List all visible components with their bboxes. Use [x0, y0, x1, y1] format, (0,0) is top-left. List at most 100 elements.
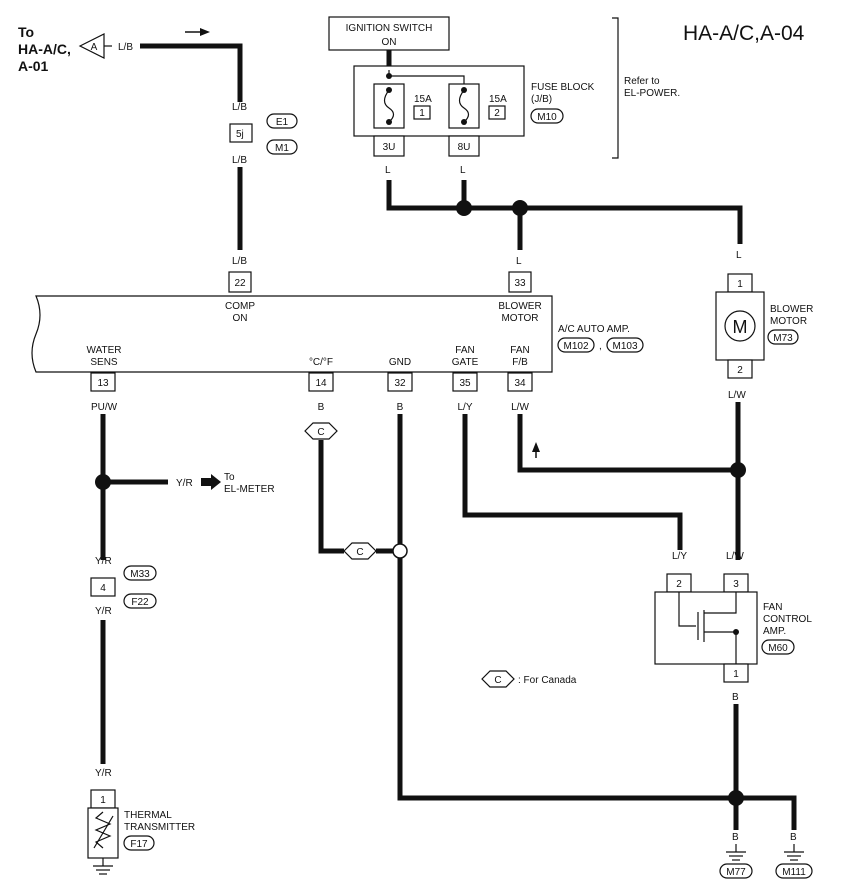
pin35-wire: L/Y — [457, 402, 472, 413]
pin35-box — [452, 372, 478, 392]
fan-wire-c: B — [732, 692, 739, 703]
fuse-block-label1: FUSE BLOCK — [531, 82, 595, 93]
fuse2-wire: L — [460, 165, 466, 176]
canada-marker-1-label: C — [317, 427, 324, 438]
pin34-name1: FAN — [510, 345, 529, 356]
splice-3 — [730, 462, 746, 478]
pin35-num: 35 — [459, 378, 471, 389]
canada-marker-1 — [304, 422, 338, 440]
blower-pin-bot: 2 — [737, 365, 743, 376]
j4-term: 4 — [100, 583, 106, 594]
pin34-wire: L/W — [511, 402, 529, 413]
ground2-conn: M111 — [782, 867, 806, 878]
flow-arrow-top — [200, 28, 210, 36]
to-link-line1: To — [18, 24, 34, 40]
blower-pin-top: 1 — [737, 279, 743, 290]
canada-marker-2-label: C — [356, 547, 363, 558]
pin35-name2: GATE — [452, 357, 479, 368]
el-meter-arrow — [201, 474, 221, 490]
fan-pin-b: 3 — [733, 579, 739, 590]
thermal-wire: Y/R — [95, 768, 112, 779]
fuse1-dot-bot — [386, 119, 392, 125]
ac-auto-amp-body — [31, 295, 553, 373]
ignition-line1: IGNITION SWITCH — [346, 23, 433, 34]
fuse-bus-dot — [386, 73, 392, 79]
fuse2-num-box — [488, 105, 506, 120]
canada-legend-note: : For Canada — [518, 675, 577, 686]
amp-pin33-wire: L — [516, 256, 522, 267]
blower-label1: BLOWER — [770, 304, 813, 315]
thermistor-symbol — [94, 811, 112, 849]
j5-conn2: M1 — [275, 143, 289, 154]
to-link-line2: HA-A/C, — [18, 41, 71, 57]
j5-conn2-badge — [266, 139, 298, 155]
pin14-num: 14 — [315, 378, 327, 389]
blower-conn-badge — [767, 329, 799, 345]
j4-conn2: F22 — [131, 597, 149, 608]
ground2-wire: B — [790, 832, 797, 843]
el-meter-wire: Y/R — [176, 478, 193, 489]
pin14-wire: B — [318, 402, 325, 413]
j4-connector — [90, 577, 116, 597]
fuse2-symbol — [458, 89, 470, 123]
pin22-num: 22 — [234, 278, 246, 289]
blower-wire-out: L/W — [728, 390, 746, 401]
ground2-conn-badge — [775, 863, 813, 879]
thermal-label2: TRANSMITTER — [124, 822, 195, 833]
fuse2-dot-top — [461, 87, 467, 93]
fan-control-amp-body — [654, 591, 758, 665]
blower-label2: MOTOR — [770, 316, 807, 327]
fan-wire-a: L/Y — [672, 551, 687, 562]
fan-pin-a: 2 — [676, 579, 682, 590]
ground1-conn-badge — [719, 863, 753, 879]
j4-wire-out: Y/R — [95, 606, 112, 617]
j5-wire-out: L/B — [232, 155, 247, 166]
refer-line2: EL-POWER. — [624, 88, 680, 99]
pin34-box — [507, 372, 533, 392]
j5-term: 5j — [236, 129, 244, 140]
fuse1-dot-top — [386, 87, 392, 93]
pin33-name1: BLOWER — [498, 301, 541, 312]
splice-1 — [456, 200, 472, 216]
canada-legend-marker — [481, 670, 515, 688]
blower-conn: M73 — [773, 333, 793, 344]
fuse1-num: 1 — [419, 108, 425, 119]
pin34-name2: F/B — [512, 357, 528, 368]
fan-label2: CONTROL — [763, 614, 812, 625]
wire-power-bus — [386, 180, 743, 244]
pin22-name1: COMP — [225, 301, 255, 312]
fan-pin1-box — [723, 663, 749, 683]
wire-amp-ground — [397, 414, 797, 830]
thermistor-arrow — [93, 815, 114, 849]
blower-pin2-box — [727, 359, 753, 379]
thermal-label1: THERMAL — [124, 810, 172, 821]
amp-conn-sep: , — [599, 341, 602, 352]
refer-bracket — [612, 17, 619, 159]
fuse1-wire: L — [385, 165, 391, 176]
j4-conn2-badge — [123, 593, 157, 609]
j5-connector — [229, 123, 253, 143]
fuse1-num-box — [413, 105, 431, 120]
link-marker-label: A — [91, 42, 98, 53]
pin13-name1: WATER — [87, 345, 122, 356]
j4-conn1: M33 — [130, 569, 150, 580]
fuse-block-conn-badge — [530, 108, 564, 124]
ground1-wire: B — [732, 832, 739, 843]
fuse-block-conn: M10 — [537, 112, 557, 123]
ignition-line2: ON — [382, 37, 397, 48]
pin32-wire: B — [397, 402, 404, 413]
pin33-box — [508, 271, 532, 293]
pin32-name1: GND — [389, 357, 411, 368]
fuse1-symbol — [383, 89, 395, 123]
fuse2-term: 8U — [458, 142, 471, 153]
fet-drain — [704, 592, 737, 614]
amp-pin22-wire: L/B — [232, 256, 247, 267]
fan-wire-b: L/W — [726, 551, 744, 562]
fuse2-dot-bot — [461, 119, 467, 125]
j5-wire-in: L/B — [232, 102, 247, 113]
fet-gate — [678, 592, 696, 627]
fan-label3: AMP. — [763, 626, 786, 637]
pin13-box — [90, 372, 116, 392]
pin13-wire: PU/W — [91, 402, 118, 413]
